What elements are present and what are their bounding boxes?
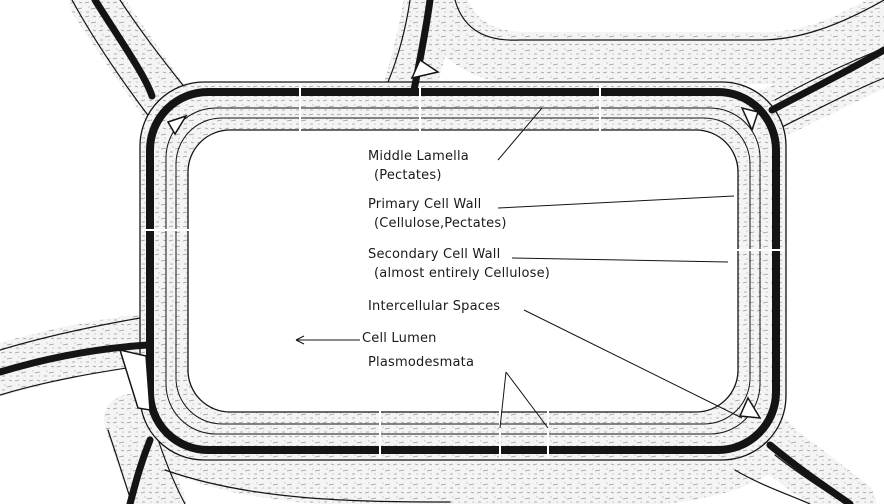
label-primary-wall: Primary Cell Wall <box>368 198 481 211</box>
label-middle-lamella: Middle Lamella <box>368 150 469 163</box>
label-intercellular-spaces: Intercellular Spaces <box>368 300 500 313</box>
label-cell-lumen: Cell Lumen <box>362 332 437 345</box>
label-secondary-wall: Secondary Cell Wall <box>368 248 500 261</box>
label-secondary-wall-sub: (almost entirely Cellulose) <box>374 267 550 280</box>
label-middle-lamella-sub: (Pectates) <box>374 169 442 182</box>
label-primary-wall-sub: (Cellulose,Pectates) <box>374 217 507 230</box>
label-plasmodesmata: Plasmodesmata <box>368 356 474 369</box>
